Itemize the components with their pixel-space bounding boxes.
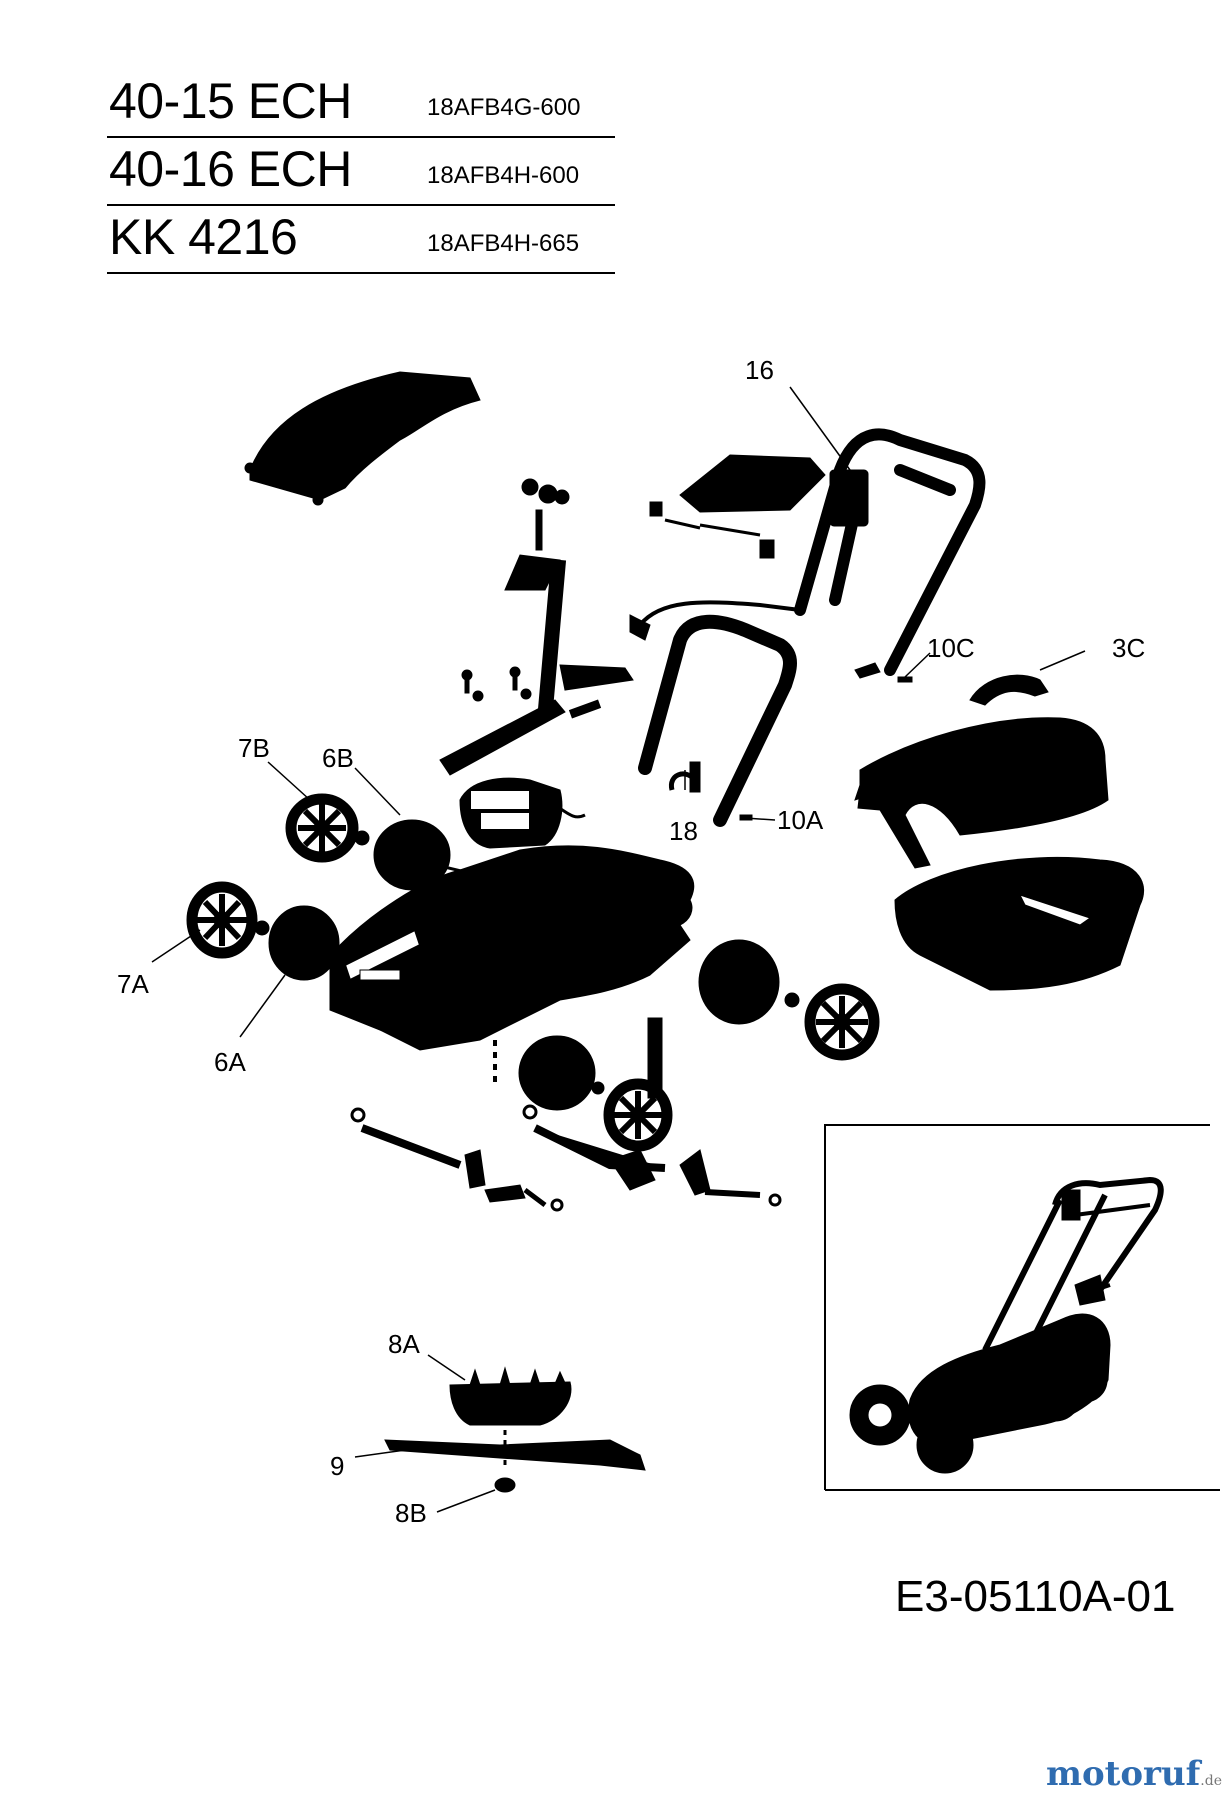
grassbox-bottom-part — [894, 856, 1145, 991]
washer-part — [591, 1081, 605, 1095]
hubcap-part-7A — [186, 881, 258, 959]
model-code: 18AFB4H-665 — [427, 230, 580, 257]
spring-part — [647, 1017, 663, 1099]
document-code: E3-05110A-01 — [895, 1572, 1176, 1621]
part-label-10C: 10C — [927, 633, 975, 663]
switch-box-part — [679, 454, 826, 513]
blade-bolt-part — [494, 1477, 516, 1493]
carry-handle-part — [969, 674, 1049, 706]
watermark-logo: motoruf.de — [1046, 1754, 1222, 1794]
model-name: 40-15 ECH — [109, 73, 352, 129]
wheel-part-6B — [373, 819, 451, 891]
assembled-mower-inset — [824, 1124, 1220, 1491]
blade-part — [384, 1439, 646, 1471]
height-adjust-assembly — [439, 478, 634, 776]
rear-cover-part — [249, 371, 481, 501]
model-name: 40-16 ECH — [109, 141, 352, 197]
watermark-brand: motoruf — [1046, 1754, 1201, 1794]
wheel-part-front-right — [518, 1035, 596, 1111]
model-table: 40-15 ECH 18AFB4G-600 40-16 ECH 18AFB4H-… — [107, 70, 615, 274]
blade-adapter-part — [449, 1381, 572, 1426]
model-row: 40-15 ECH 18AFB4G-600 — [107, 70, 615, 138]
axle-part-front — [350, 1107, 564, 1212]
part-label-3C: 3C — [1112, 633, 1145, 663]
lower-handle-part — [638, 614, 797, 827]
washer-part — [254, 920, 270, 936]
washer-part — [784, 992, 800, 1008]
part-label-16: 16 — [745, 355, 774, 385]
washer-part — [354, 830, 370, 846]
hubcap-part-front-right — [603, 1078, 673, 1152]
part-label-6B: 6B — [322, 743, 354, 773]
model-row: KK 4216 18AFB4H-665 — [107, 206, 615, 274]
hubcap-part-rear-right — [804, 983, 880, 1061]
part-label-8A: 8A — [388, 1329, 420, 1359]
model-code: 18AFB4G-600 — [427, 94, 581, 121]
wheel-part-rear-right — [698, 939, 780, 1025]
part-label-18: 18 — [669, 816, 698, 846]
part-label-9: 9 — [330, 1451, 344, 1481]
model-name: KK 4216 — [109, 209, 298, 265]
wheel-part-6A — [268, 905, 340, 981]
handle-switch-part — [829, 469, 869, 527]
part-label-7B: 7B — [238, 733, 270, 763]
motor-part — [459, 777, 586, 849]
grassbox-top-part — [857, 717, 1109, 869]
watermark-suffix: .de — [1200, 1773, 1222, 1789]
part-label-7A: 7A — [117, 969, 149, 999]
part-label-6A: 6A — [214, 1047, 246, 1077]
hubcap-part-7B — [285, 793, 359, 863]
axle-part-rear — [522, 1104, 782, 1207]
model-code: 18AFB4H-600 — [427, 162, 580, 189]
leader-lines — [151, 386, 1086, 1513]
model-row: 40-16 ECH 18AFB4H-600 — [107, 138, 615, 206]
part-label-8B: 8B — [395, 1498, 427, 1528]
part-label-10A: 10A — [777, 805, 824, 835]
